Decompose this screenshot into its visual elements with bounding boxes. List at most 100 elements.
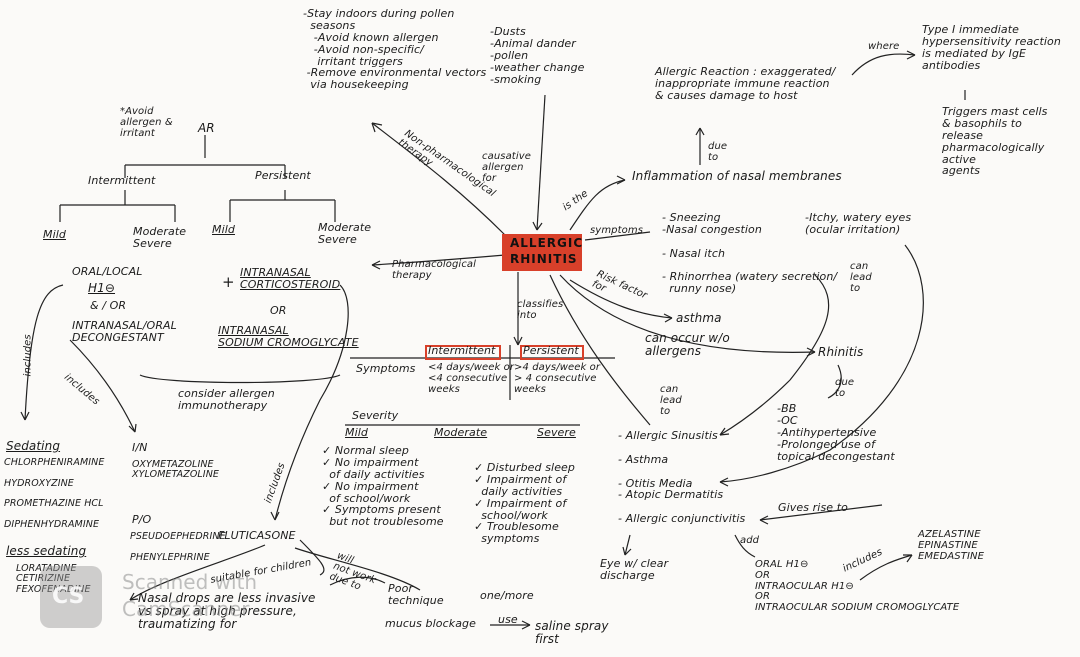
in-item: OXYMETAZOLINE	[132, 459, 214, 470]
complication-item: - Atopic Dermatitis	[618, 488, 724, 502]
gives-rise-to: Gives rise to	[778, 501, 849, 514]
can-lead-to-2: can lead to	[660, 384, 682, 417]
complication-item: - Allergic Sinusitis	[618, 429, 718, 442]
severe-item: ✓ Impairment of	[474, 472, 567, 486]
ar-leaf-modsev-1: Moderate Severe	[133, 225, 187, 250]
severity-moderate: Moderate	[434, 426, 488, 439]
asthma-risk: asthma	[676, 311, 722, 325]
due-to-label: due to	[708, 141, 728, 163]
due-to-2: due to	[835, 377, 855, 399]
less-sedating-item: LORATADINE	[16, 563, 77, 574]
severe-item: ✓ Impairment of	[474, 496, 567, 510]
symptom-item: runny nose)	[662, 282, 737, 296]
avoid-line: -Avoid known allergen	[303, 30, 439, 44]
triggers-line: release	[942, 128, 984, 142]
eye-treatment: ORAL H1⊖ OR INTRAOCULAR H1⊖ OR INTRAOCUL…	[755, 559, 960, 614]
ar-leaf-mild-1: Mild	[43, 228, 66, 241]
sedating-item: PROMETHAZINE HCL	[4, 498, 104, 509]
intermittent-box	[425, 345, 501, 360]
cause-item: -smoking	[490, 72, 542, 86]
rhinitis-cause: topical decongestant	[777, 449, 895, 463]
fluticasone: FLUTICASONE	[218, 529, 296, 542]
persistent-box	[520, 345, 584, 360]
symptom-item: - Sneezing	[662, 211, 721, 224]
ar-root: AR	[198, 121, 215, 135]
eye-tx-line: OR	[755, 569, 771, 581]
pharm-label: Pharmacological therapy	[392, 259, 477, 281]
allergic-reaction: Allergic Reaction : exaggerated/ inappro…	[655, 66, 835, 102]
eye-drug: EPINASTINE	[918, 539, 978, 551]
rhinitis-cause: -Antihypertensive	[777, 425, 877, 439]
symptom-item: -Nasal congestion	[662, 222, 762, 236]
type1-line: hypersensitivity reaction	[922, 34, 1061, 48]
nasal-drops: Nasal drops are less invasive vs spray a…	[138, 591, 316, 631]
symptoms-list: - Sneezing -Nasal congestion - Nasal itc…	[662, 212, 837, 295]
complication-item: - Otitis Media	[618, 476, 693, 490]
sedating-list: CHLORPHENIRAMINE HYDROXYZINE PROMETHAZIN…	[4, 457, 105, 530]
ar-persistent: Persistent	[255, 169, 311, 182]
symptom-item: - Nasal itch	[662, 246, 726, 260]
avoid-line: -Avoid non-specific/	[303, 42, 424, 56]
class-per-criteria: >4 days/week or > 4 consecutive weeks	[514, 362, 601, 395]
mild-item: of school/work	[322, 491, 411, 505]
rhinitis-cause: -BB	[777, 402, 797, 415]
use-label: use	[498, 613, 518, 626]
can-occur-label: can occur w/o allergens	[645, 331, 730, 358]
mild-item: ✓ Normal sleep	[322, 444, 409, 457]
severity-severe: Severe	[537, 426, 576, 439]
eye-tx-line: INTRAOCULAR H1⊖	[755, 580, 854, 592]
symptom-item: - Rhinorrhea (watery secretion/	[662, 270, 838, 284]
avoid-note: *Avoid allergen & irritant	[120, 106, 173, 139]
severity-mild: Mild	[345, 426, 368, 439]
po-list: PSEUDOEPHEDRINE PHENYLEPHRINE	[130, 531, 226, 563]
in-list: OXYMETAZOLINE XYLOMETAZOLINE	[132, 459, 219, 481]
mild-item: of daily activities	[322, 467, 425, 481]
eye-tx-line: INTRAOCULAR SODIUM CROMOGLYCATE	[755, 602, 960, 614]
cromoglycate: INTRANASAL SODIUM CROMOGLYCATE	[218, 324, 359, 349]
itchy-eyes: -Itchy, watery eyes (ocular irritation)	[805, 211, 912, 236]
mild-criteria: ✓ Normal sleep ✓ No impairment of daily …	[322, 445, 444, 528]
poor-technique: Poor technique	[388, 582, 444, 607]
type1-line: Type I immediate	[922, 23, 1019, 36]
plus-sign: +	[222, 273, 235, 291]
severe-item: ✓ Troublesome	[474, 520, 559, 534]
add-label: add	[740, 535, 760, 546]
h1-antagonist: H1⊖	[88, 281, 116, 295]
avoid-line: seasons	[303, 18, 356, 32]
po-item: PSEUDOEPHEDRINE	[130, 531, 226, 542]
reaction-line: Allergic Reaction : exaggerated/	[655, 65, 836, 78]
less-sedating-item: CETIRIZINE	[16, 573, 71, 585]
less-sedating-label: less sedating	[6, 544, 87, 558]
sedating-item: DIPHENHYDRAMINE	[4, 518, 100, 530]
complication-item: - Asthma	[618, 452, 669, 466]
in-label: I/N	[132, 441, 148, 454]
cause-item: -Dusts	[490, 25, 526, 38]
eye-tx-line: ORAL H1⊖	[755, 559, 809, 570]
complications-list: - Allergic Sinusitis - Asthma - Otitis M…	[618, 430, 745, 525]
mild-item: ✓ Symptoms present	[322, 503, 441, 517]
camscanner-logo	[40, 566, 102, 628]
type1-line: is mediated by IgE	[922, 46, 1027, 60]
triggers-line: agents	[942, 164, 981, 178]
reaction-line: inappropriate immune reaction	[655, 76, 830, 90]
ar-intermittent: Intermittent	[88, 174, 156, 187]
mild-item: but not troublesome	[322, 515, 444, 529]
severity-label: Severity	[352, 409, 399, 422]
eye-drug: AZELASTINE	[918, 529, 981, 540]
severe-item: school/work	[474, 508, 548, 522]
symptoms-label: symptoms	[590, 225, 644, 236]
po-label: P/O	[132, 513, 152, 526]
avoidance-list: -Stay indoors during pollen seasons -Avo…	[303, 8, 486, 91]
sedating-item: CHLORPHENIRAMINE	[4, 457, 105, 468]
eye-tx-line: OR	[755, 591, 771, 603]
watermark-line1: Scanned with	[122, 570, 258, 594]
watermark-line2: CamScanner	[122, 597, 250, 621]
and-or: & / OR	[90, 299, 127, 312]
complication-item: - Allergic conjunctivitis	[618, 512, 746, 526]
one-more: one/more	[480, 589, 534, 602]
less-sedating-list: LORATADINE CETIRIZINE FEXOFENADINE	[16, 563, 91, 595]
mucus-blockage: mucus blockage	[385, 617, 477, 630]
cause-item: -pollen	[490, 48, 529, 62]
avoid-line: -Stay indoors during pollen	[303, 7, 455, 20]
